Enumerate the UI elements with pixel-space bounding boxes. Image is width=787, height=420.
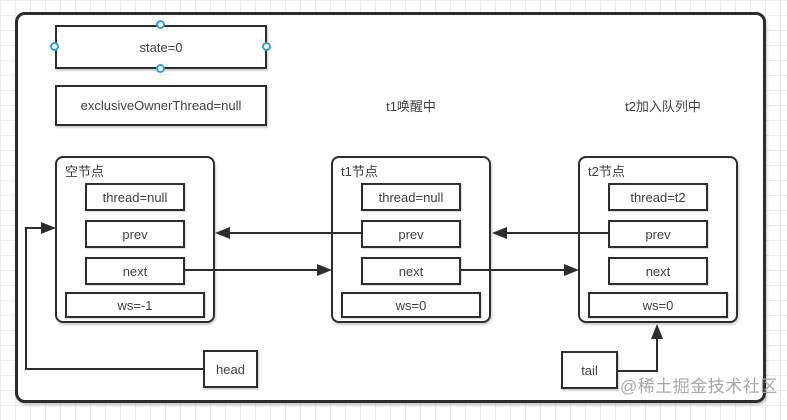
node-empty-next-field[interactable]: next bbox=[85, 257, 185, 285]
node-empty-title: 空节点 bbox=[65, 164, 105, 179]
head-pointer-box[interactable]: head bbox=[203, 350, 258, 388]
node-t1-thread-field[interactable]: thread=null bbox=[361, 183, 461, 211]
owner-thread-label: exclusiveOwnerThread=null bbox=[80, 98, 242, 113]
node-t2[interactable]: t2节点 thread=t2 prev next ws=0 bbox=[578, 156, 738, 323]
ws-value: ws=-1 bbox=[117, 297, 153, 313]
tail-label: tail bbox=[581, 362, 598, 378]
state-box[interactable]: state=0 bbox=[55, 25, 267, 69]
t2-status-text[interactable]: t2加入队列中 bbox=[625, 99, 701, 114]
node-t2-next-field[interactable]: next bbox=[608, 257, 708, 285]
state-label: state=0 bbox=[139, 39, 183, 55]
ws-value: ws=0 bbox=[395, 297, 427, 313]
prev-value: prev bbox=[398, 226, 424, 242]
watermark-text: @稀土掘金技术社区 bbox=[620, 377, 778, 396]
connection-handle-top[interactable] bbox=[156, 20, 165, 29]
prev-value: prev bbox=[645, 226, 671, 242]
connection-handle-left[interactable] bbox=[50, 42, 59, 51]
tail-pointer-box[interactable]: tail bbox=[561, 351, 618, 389]
next-value: next bbox=[645, 263, 671, 279]
node-t2-title: t2节点 bbox=[588, 164, 625, 179]
node-t1-ws-field[interactable]: ws=0 bbox=[341, 292, 481, 318]
node-t2-thread-field[interactable]: thread=t2 bbox=[608, 183, 708, 211]
connection-handle-right[interactable] bbox=[262, 42, 271, 51]
node-t2-prev-field[interactable]: prev bbox=[608, 220, 708, 248]
next-value: next bbox=[398, 263, 424, 279]
node-t1[interactable]: t1节点 thread=null prev next ws=0 bbox=[331, 156, 491, 323]
node-empty-thread-field[interactable]: thread=null bbox=[85, 183, 185, 211]
node-t1-title: t1节点 bbox=[341, 164, 378, 179]
thread-value: thread=null bbox=[102, 189, 168, 205]
head-label: head bbox=[216, 361, 245, 377]
owner-thread-box[interactable]: exclusiveOwnerThread=null bbox=[55, 85, 267, 126]
next-value: next bbox=[122, 263, 148, 279]
ws-value: ws=0 bbox=[642, 297, 674, 313]
thread-value: thread=t2 bbox=[630, 189, 686, 205]
connection-handle-bottom[interactable] bbox=[156, 64, 165, 73]
node-t1-next-field[interactable]: next bbox=[361, 257, 461, 285]
prev-value: prev bbox=[122, 226, 148, 242]
t1-status-text[interactable]: t1唤醒中 bbox=[386, 99, 436, 114]
node-t2-ws-field[interactable]: ws=0 bbox=[588, 292, 728, 318]
node-empty-ws-field[interactable]: ws=-1 bbox=[65, 292, 205, 318]
node-t1-prev-field[interactable]: prev bbox=[361, 220, 461, 248]
thread-value: thread=null bbox=[378, 189, 444, 205]
node-empty[interactable]: 空节点 thread=null prev next ws=-1 bbox=[55, 156, 215, 323]
node-empty-prev-field[interactable]: prev bbox=[85, 220, 185, 248]
